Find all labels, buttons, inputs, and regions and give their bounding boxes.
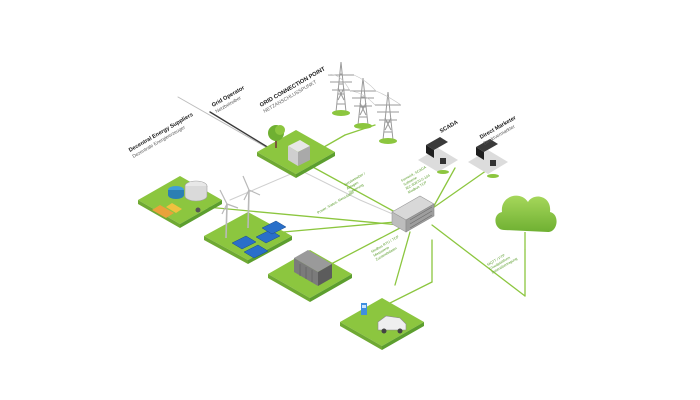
label-grid-connection: GRID CONNECTION POINT NETZANSCHLUSSPUNKT	[259, 66, 327, 115]
wind-turbines	[219, 175, 261, 239]
note-main-bus-line: Power, Status, Messdaten	[317, 191, 355, 215]
battery-storage-tile	[268, 250, 352, 302]
grid-connection-title: GRID CONNECTION POINT	[259, 66, 327, 109]
label-decentral: Decentral Energy Suppliers Dezentrale En…	[128, 112, 194, 160]
cloud-icon	[495, 195, 557, 250]
note-to-cloud: MQTT / FTP Cloudplattform Datenübertragu…	[487, 253, 519, 275]
pylon-1	[328, 61, 354, 116]
direct-marketer-workstation	[468, 139, 508, 178]
transmission-towers	[327, 61, 402, 144]
biogas-tile	[138, 176, 222, 228]
note-to-storage: Modbus RTU / TCP Messwerte Zustandsdaten	[371, 234, 401, 261]
note-to-grid-line-3: Steuerung	[348, 183, 364, 195]
label-scada: SCADA	[439, 120, 459, 135]
solar-panels	[231, 220, 287, 259]
label-grid-operator: Grid Operator Netzbetreiber	[211, 85, 246, 115]
note-to-scada-line-2: Sollwerte	[403, 176, 418, 187]
decentral-title: Decentral Energy Suppliers	[128, 112, 194, 154]
grid-connection-tile	[257, 125, 335, 178]
note-main-bus: Power, Status, Messdaten	[317, 191, 355, 215]
note-to-scada: Fernwirk, SCADA Sollwerte IEC 60870-5-10…	[401, 165, 431, 195]
pylon-2	[350, 77, 376, 129]
wind-solar-tile	[204, 175, 292, 264]
note-to-grid-line-2: Anlagen	[346, 181, 359, 191]
label-direct-marketer: Direct Marketer Direktvermarkter	[479, 115, 518, 147]
central-controller	[391, 195, 435, 233]
scada-title: SCADA	[439, 120, 459, 135]
pylon-3	[375, 91, 401, 144]
scada-workstation	[418, 137, 458, 174]
emobility-tile	[340, 298, 424, 350]
